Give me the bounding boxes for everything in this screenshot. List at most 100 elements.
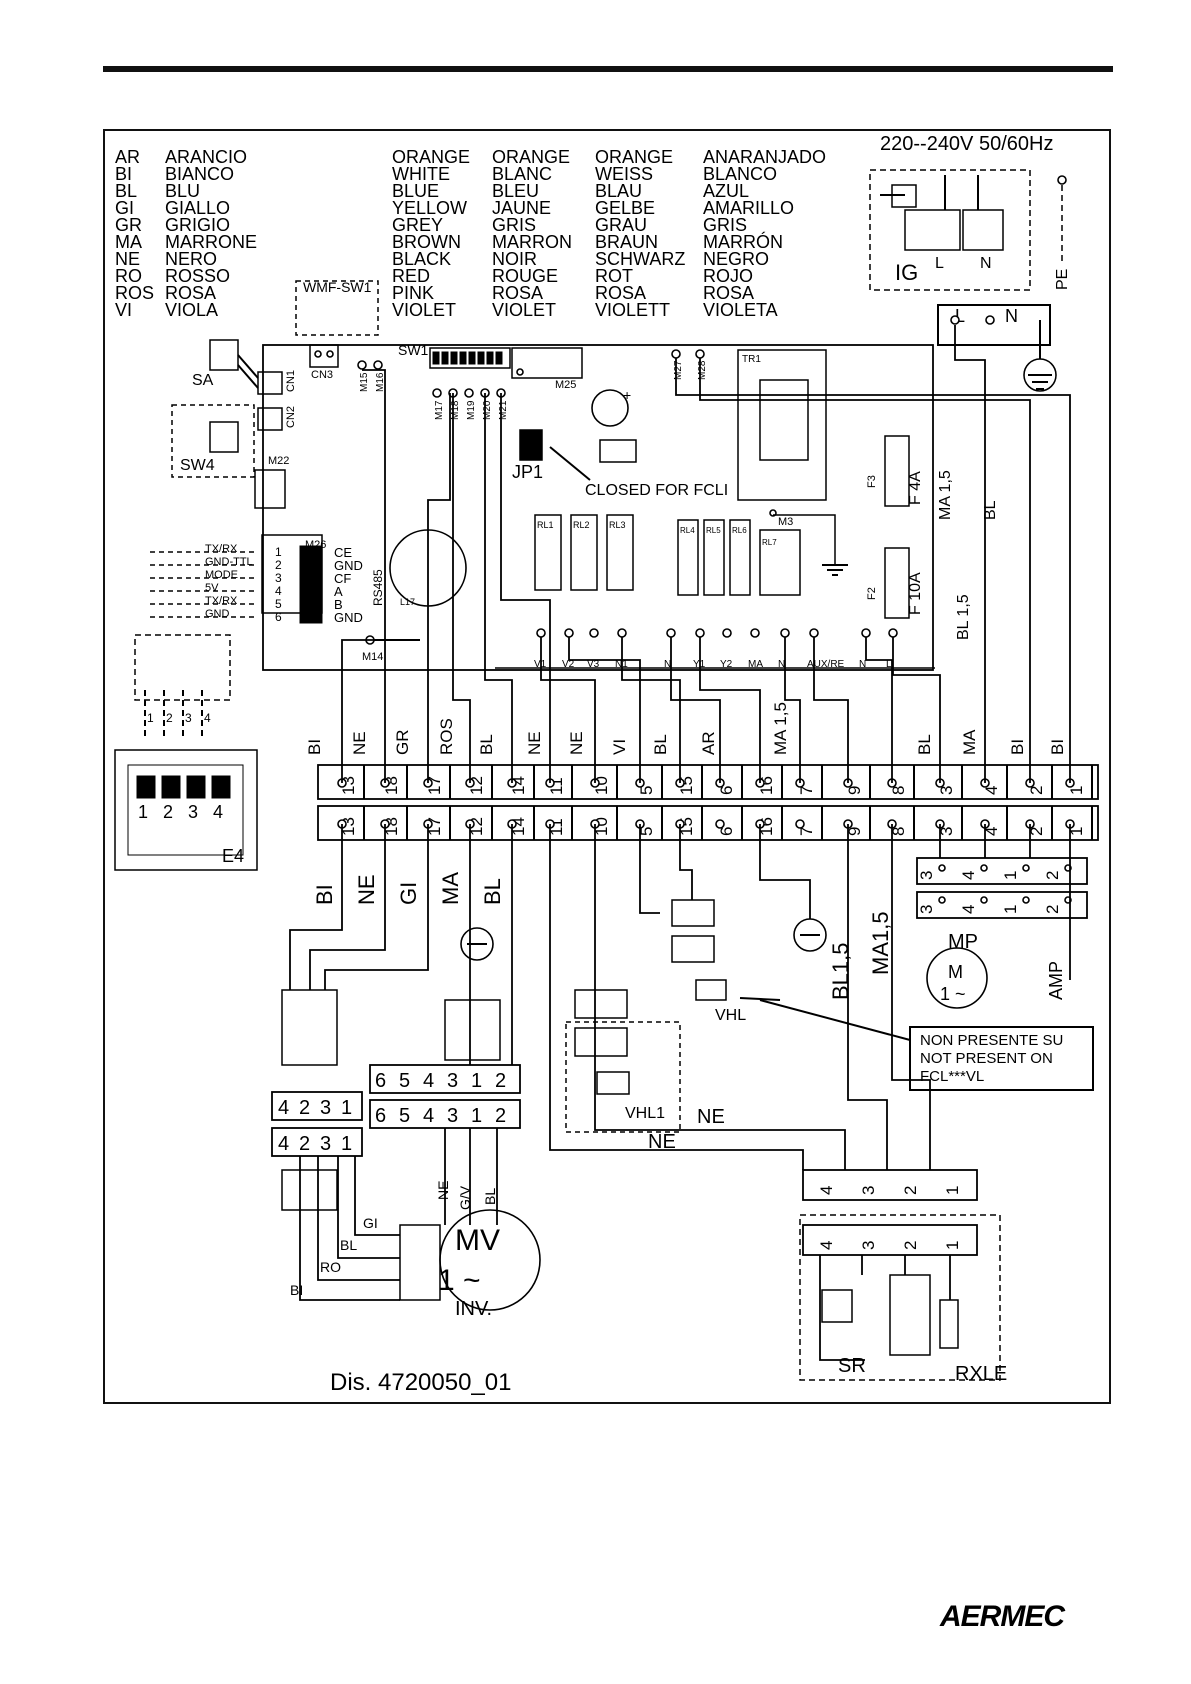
strip-wire-label: BI bbox=[305, 739, 324, 755]
sr-pin: 4 bbox=[817, 1186, 836, 1195]
mv-inv: INV. bbox=[455, 1298, 492, 1320]
cn2-label: CN2 bbox=[285, 406, 297, 428]
terminal bbox=[564, 628, 574, 638]
legend-de: SCHWARZ bbox=[595, 249, 685, 269]
m28-label: M28 bbox=[697, 360, 708, 380]
strip-bot-num: 3 bbox=[937, 827, 956, 836]
fan-ferrite-top bbox=[281, 989, 338, 1066]
mv-ne: NE bbox=[435, 1181, 451, 1200]
legend-de: ORANGE bbox=[595, 147, 673, 167]
legend-it: BIANCO bbox=[165, 164, 234, 184]
terminal bbox=[1022, 896, 1030, 904]
strip-bot-num: 4 bbox=[982, 827, 1001, 836]
m18-label: M18 bbox=[450, 400, 461, 420]
e4-arrow-num: 1 bbox=[147, 711, 154, 725]
strip-wire-label: VI bbox=[610, 739, 629, 755]
terminal bbox=[617, 628, 627, 638]
legend-code: RO bbox=[115, 266, 142, 286]
supply-label: 220--240V 50/60Hz bbox=[880, 133, 1053, 155]
m26-pin-num: 3 bbox=[275, 571, 282, 585]
terminal bbox=[326, 350, 334, 358]
terminal-strip-top bbox=[317, 764, 1099, 800]
c1-block bbox=[599, 439, 637, 463]
wire bbox=[699, 358, 1031, 783]
strip-wire-label: BL bbox=[477, 734, 496, 755]
wire bbox=[621, 637, 681, 783]
m26-pin-num: 1 bbox=[275, 545, 282, 559]
wire bbox=[341, 639, 420, 783]
terminal bbox=[861, 628, 871, 638]
m27-label: M27 bbox=[673, 360, 684, 380]
vhl-conn-bot bbox=[671, 935, 715, 963]
f3-fuse bbox=[884, 435, 910, 507]
sw1-label: SW1 bbox=[398, 342, 429, 358]
wire-bi: BI bbox=[290, 1282, 303, 1298]
f3-label: F3 bbox=[866, 475, 878, 488]
sr-pin: 3 bbox=[859, 1186, 878, 1195]
wire bbox=[891, 824, 931, 1170]
vhl1-label: VHL1 bbox=[625, 1105, 665, 1122]
cn2-connector bbox=[257, 407, 283, 431]
sw4-box bbox=[171, 404, 255, 478]
wire-gi: GI bbox=[363, 1215, 378, 1231]
terminal-strip-bottom bbox=[317, 805, 1099, 841]
mp-pin: 1 bbox=[1001, 905, 1020, 914]
left-wire-label: GI bbox=[396, 882, 421, 905]
m26-ext-label: TX/RX bbox=[205, 595, 238, 607]
terminal bbox=[780, 628, 790, 638]
strip-wire-label: BL bbox=[915, 734, 934, 755]
strip-wire-label: NE bbox=[525, 731, 544, 755]
e4-arrow-num: 2 bbox=[166, 711, 173, 725]
board-terminal-label: N bbox=[859, 659, 866, 670]
fan-pin: 1 bbox=[341, 1097, 352, 1119]
strip-top-num: 8 bbox=[889, 786, 908, 795]
terminal bbox=[938, 864, 946, 872]
jp1-arrow bbox=[549, 446, 591, 481]
mp-connector-top bbox=[916, 857, 1088, 885]
legend-de: BLAU bbox=[595, 181, 642, 201]
legend-fr: BLEU bbox=[492, 181, 539, 201]
sa-label: SA bbox=[192, 372, 214, 389]
wire bbox=[679, 824, 693, 900]
dip-slot bbox=[450, 351, 458, 365]
strip-wire-label: MA 1,5 bbox=[771, 702, 790, 755]
sr-pin: 2 bbox=[901, 1241, 920, 1250]
ig-pole bbox=[904, 209, 961, 251]
vhl1-box bbox=[565, 1021, 681, 1133]
strip-wire-label: AR bbox=[699, 731, 718, 755]
terminal bbox=[888, 628, 898, 638]
board-terminal-label: N bbox=[778, 659, 785, 670]
strip-top-num: 2 bbox=[1027, 786, 1046, 795]
cn3-label: CN3 bbox=[311, 369, 333, 381]
tr1-core bbox=[759, 379, 809, 461]
terminal bbox=[516, 368, 524, 376]
vhl1-coil bbox=[596, 1071, 630, 1095]
terminal bbox=[357, 360, 367, 370]
strip-top-num: 7 bbox=[797, 786, 816, 795]
wire bbox=[813, 637, 849, 783]
terminal bbox=[715, 819, 725, 829]
sr-conn-top bbox=[802, 1169, 978, 1201]
mp-pin: 1 bbox=[1001, 871, 1020, 880]
legend-code: BI bbox=[115, 164, 132, 184]
fan-pin: 2 bbox=[299, 1133, 310, 1155]
rl5-label: RL5 bbox=[706, 526, 721, 535]
wire bbox=[324, 824, 429, 990]
dip-slot bbox=[459, 351, 467, 365]
dip-slot bbox=[495, 351, 503, 365]
terminal bbox=[950, 315, 960, 325]
legend-es: ROJO bbox=[703, 266, 753, 286]
wire bbox=[540, 637, 596, 783]
rl3-label: RL3 bbox=[609, 520, 626, 530]
m3-wire bbox=[773, 514, 836, 565]
m26-pin-block bbox=[299, 610, 323, 624]
sr-pin: 4 bbox=[817, 1241, 836, 1250]
legend-fr: ORANGE bbox=[492, 147, 570, 167]
strip-wire-label: BL bbox=[651, 734, 670, 755]
strip-top-num: 6 bbox=[717, 786, 736, 795]
vhl1-conn-top bbox=[574, 989, 628, 1019]
mv-pin: 4 bbox=[423, 1105, 434, 1127]
terminal bbox=[750, 628, 760, 638]
m26-ext-label: 5V bbox=[205, 582, 219, 594]
